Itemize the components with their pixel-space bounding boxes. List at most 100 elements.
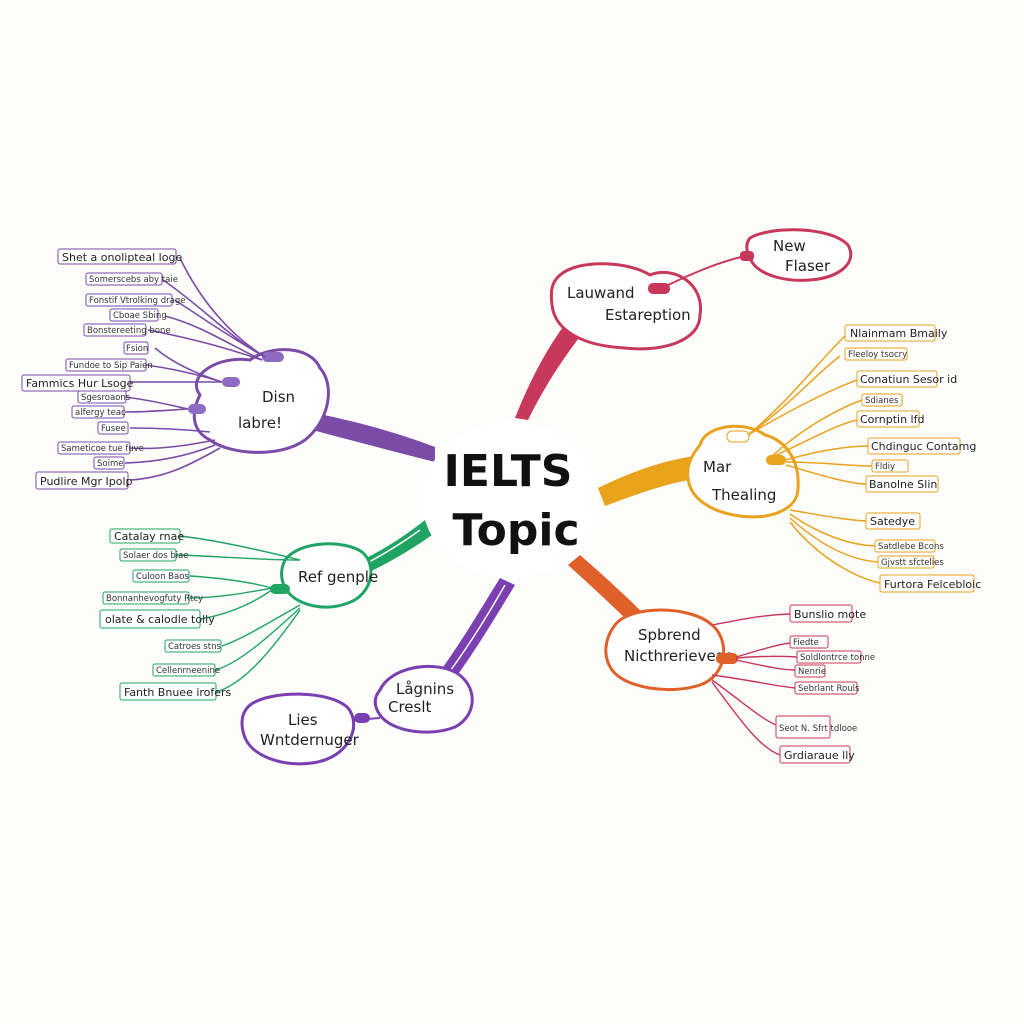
leaf-box[interactable] (109, 528, 181, 544)
leaf-box[interactable] (77, 390, 127, 404)
leaf-box[interactable] (35, 471, 129, 490)
leaf-label: Nenrie (798, 667, 826, 677)
tag-icon (262, 352, 284, 362)
bubble-top-left[interactable] (192, 348, 330, 454)
leaf-box[interactable] (874, 539, 936, 553)
leaf-label: Cellenrneenine (156, 666, 220, 676)
central-topic-line1: IELTS (444, 446, 573, 497)
leaf-box[interactable] (93, 456, 125, 470)
bubble-bottom-line2: Creslt (388, 698, 432, 716)
leaf-label: Sebrlant Rouls (798, 684, 860, 694)
leaf-box[interactable] (794, 664, 826, 678)
leaf-box[interactable] (789, 635, 829, 649)
leaf-label: Soldlontrce tonne (800, 653, 875, 663)
leaf-box[interactable] (83, 323, 147, 337)
tag-icon (222, 377, 240, 387)
bubble-top-right-line1: Lauwand (567, 284, 635, 302)
leaf-label: Pudlire Mgr Ipolp (40, 475, 133, 488)
leaf-label: Fanth Bnuee irofers (124, 686, 232, 699)
leaf-box[interactable] (164, 639, 222, 653)
leaf-box[interactable] (879, 574, 975, 593)
leaf-label: Fundoe to Sip Paien (69, 361, 153, 371)
branch-trunk-bottom-right (568, 555, 648, 628)
leaf-box[interactable] (102, 591, 190, 605)
bubble-top-right-line2: Estareption (605, 306, 691, 324)
bubble-right-line2: Thealing (711, 486, 776, 504)
leaf-label: Banolne Slin (869, 478, 937, 491)
bubble-bottom[interactable] (373, 664, 474, 734)
tag-icon (726, 430, 750, 443)
leaf-box[interactable] (844, 324, 936, 342)
leaf-label: Shet a onolipteal loge (62, 251, 182, 264)
bubble-bottom-line1: Lågnins (396, 680, 454, 698)
branch-trunk-bottom (428, 578, 515, 695)
leaf-box[interactable] (861, 393, 903, 407)
leaf-label: Chdinguc Contamg (871, 440, 976, 453)
bubble-top-right-secondary-line1: New (773, 237, 806, 255)
bubble-bottom-secondary[interactable] (240, 692, 356, 766)
branch-trunk-right (598, 455, 702, 506)
leaf-box[interactable] (65, 358, 147, 372)
leaf-box[interactable] (119, 548, 177, 562)
leaf-label: Bonstereeting bone (87, 326, 171, 336)
leaf-box[interactable] (789, 604, 853, 623)
leaf-label: Fldiy (875, 462, 895, 472)
leaf-label: Bunslio mote (794, 608, 866, 621)
leaf-box[interactable] (97, 421, 129, 435)
leaf-box[interactable] (57, 441, 131, 455)
leaf-box[interactable] (119, 682, 217, 701)
leaf-box[interactable] (865, 475, 939, 493)
tag-icon (270, 584, 290, 594)
central-topic[interactable]: IELTS Topic (422, 422, 598, 578)
leaf-label: Catroes stns (168, 642, 221, 652)
leaf-label: Fiedte (793, 638, 819, 648)
bubble-bottom-secondary-line2: Wntdernuger (260, 731, 360, 749)
bubble-top-left-line1: Disn (262, 388, 295, 406)
leaf-box[interactable] (844, 347, 908, 361)
branch-trunk-top-left (300, 410, 435, 462)
leaf-box[interactable] (57, 248, 177, 265)
leaf-box[interactable] (85, 272, 163, 286)
leaf-box[interactable] (877, 555, 935, 569)
bubble-top-left-line2: labre! (238, 414, 282, 432)
bubble-right-line1: Mar (703, 458, 732, 476)
leaf-box[interactable] (796, 650, 862, 664)
leaf-box[interactable] (794, 681, 858, 695)
leaf-label: Catalay rnae (114, 530, 184, 543)
leaf-label: Fsion (126, 344, 148, 354)
bubble-bottom-right-line2: Nicthrerieveas (624, 647, 733, 665)
leaf-box[interactable] (775, 715, 831, 739)
leaf-label: olate & calodle tolly (105, 613, 215, 626)
leaf-box[interactable] (21, 374, 131, 392)
branch-left: Ref genple Catalay rnae Solaer dos biae … (99, 528, 378, 701)
leaf-label: Somerscebs aby taie (89, 275, 178, 285)
bubble-right[interactable] (686, 424, 800, 519)
leaf-box[interactable] (99, 609, 201, 629)
branch-top-left: Disn labre! (21, 248, 330, 490)
leaf-label: alfergy teac (75, 408, 126, 418)
leaf-box[interactable] (856, 410, 920, 428)
leaf-label: Solaer dos biae (123, 551, 189, 561)
leaf-box[interactable] (132, 569, 190, 583)
leaf-box[interactable] (71, 405, 125, 419)
leaf-box[interactable] (109, 308, 159, 322)
leaf-box[interactable] (152, 663, 216, 677)
branch-right: Mar Thealing (686, 324, 981, 593)
branch-bottom-right: Spbrend Nicthrerieveas Bunslio mote Fied… (604, 604, 875, 764)
tag-icon (648, 283, 670, 294)
bubble-bottom-right[interactable] (604, 608, 726, 692)
leaf-box[interactable] (123, 341, 149, 355)
leaf-box[interactable] (871, 459, 909, 473)
leaf-box[interactable] (85, 293, 173, 307)
branch-bottom: Lågnins Creslt Lies Wntdernuger (240, 664, 474, 766)
branch-top-right: Lauwand Estareption New Flaser (549, 228, 853, 351)
leaf-box[interactable] (865, 512, 921, 530)
leaf-box[interactable] (779, 745, 851, 764)
leaf-label: Satedye (870, 515, 915, 528)
leaf-label: Satdlebe Bcons (878, 542, 944, 552)
leaf-box[interactable] (867, 437, 961, 455)
leaf-box[interactable] (856, 370, 938, 388)
leaf-label: Cboae Sbing (113, 311, 167, 321)
bubble-bottom-right-line1: Spbrend (638, 626, 701, 644)
